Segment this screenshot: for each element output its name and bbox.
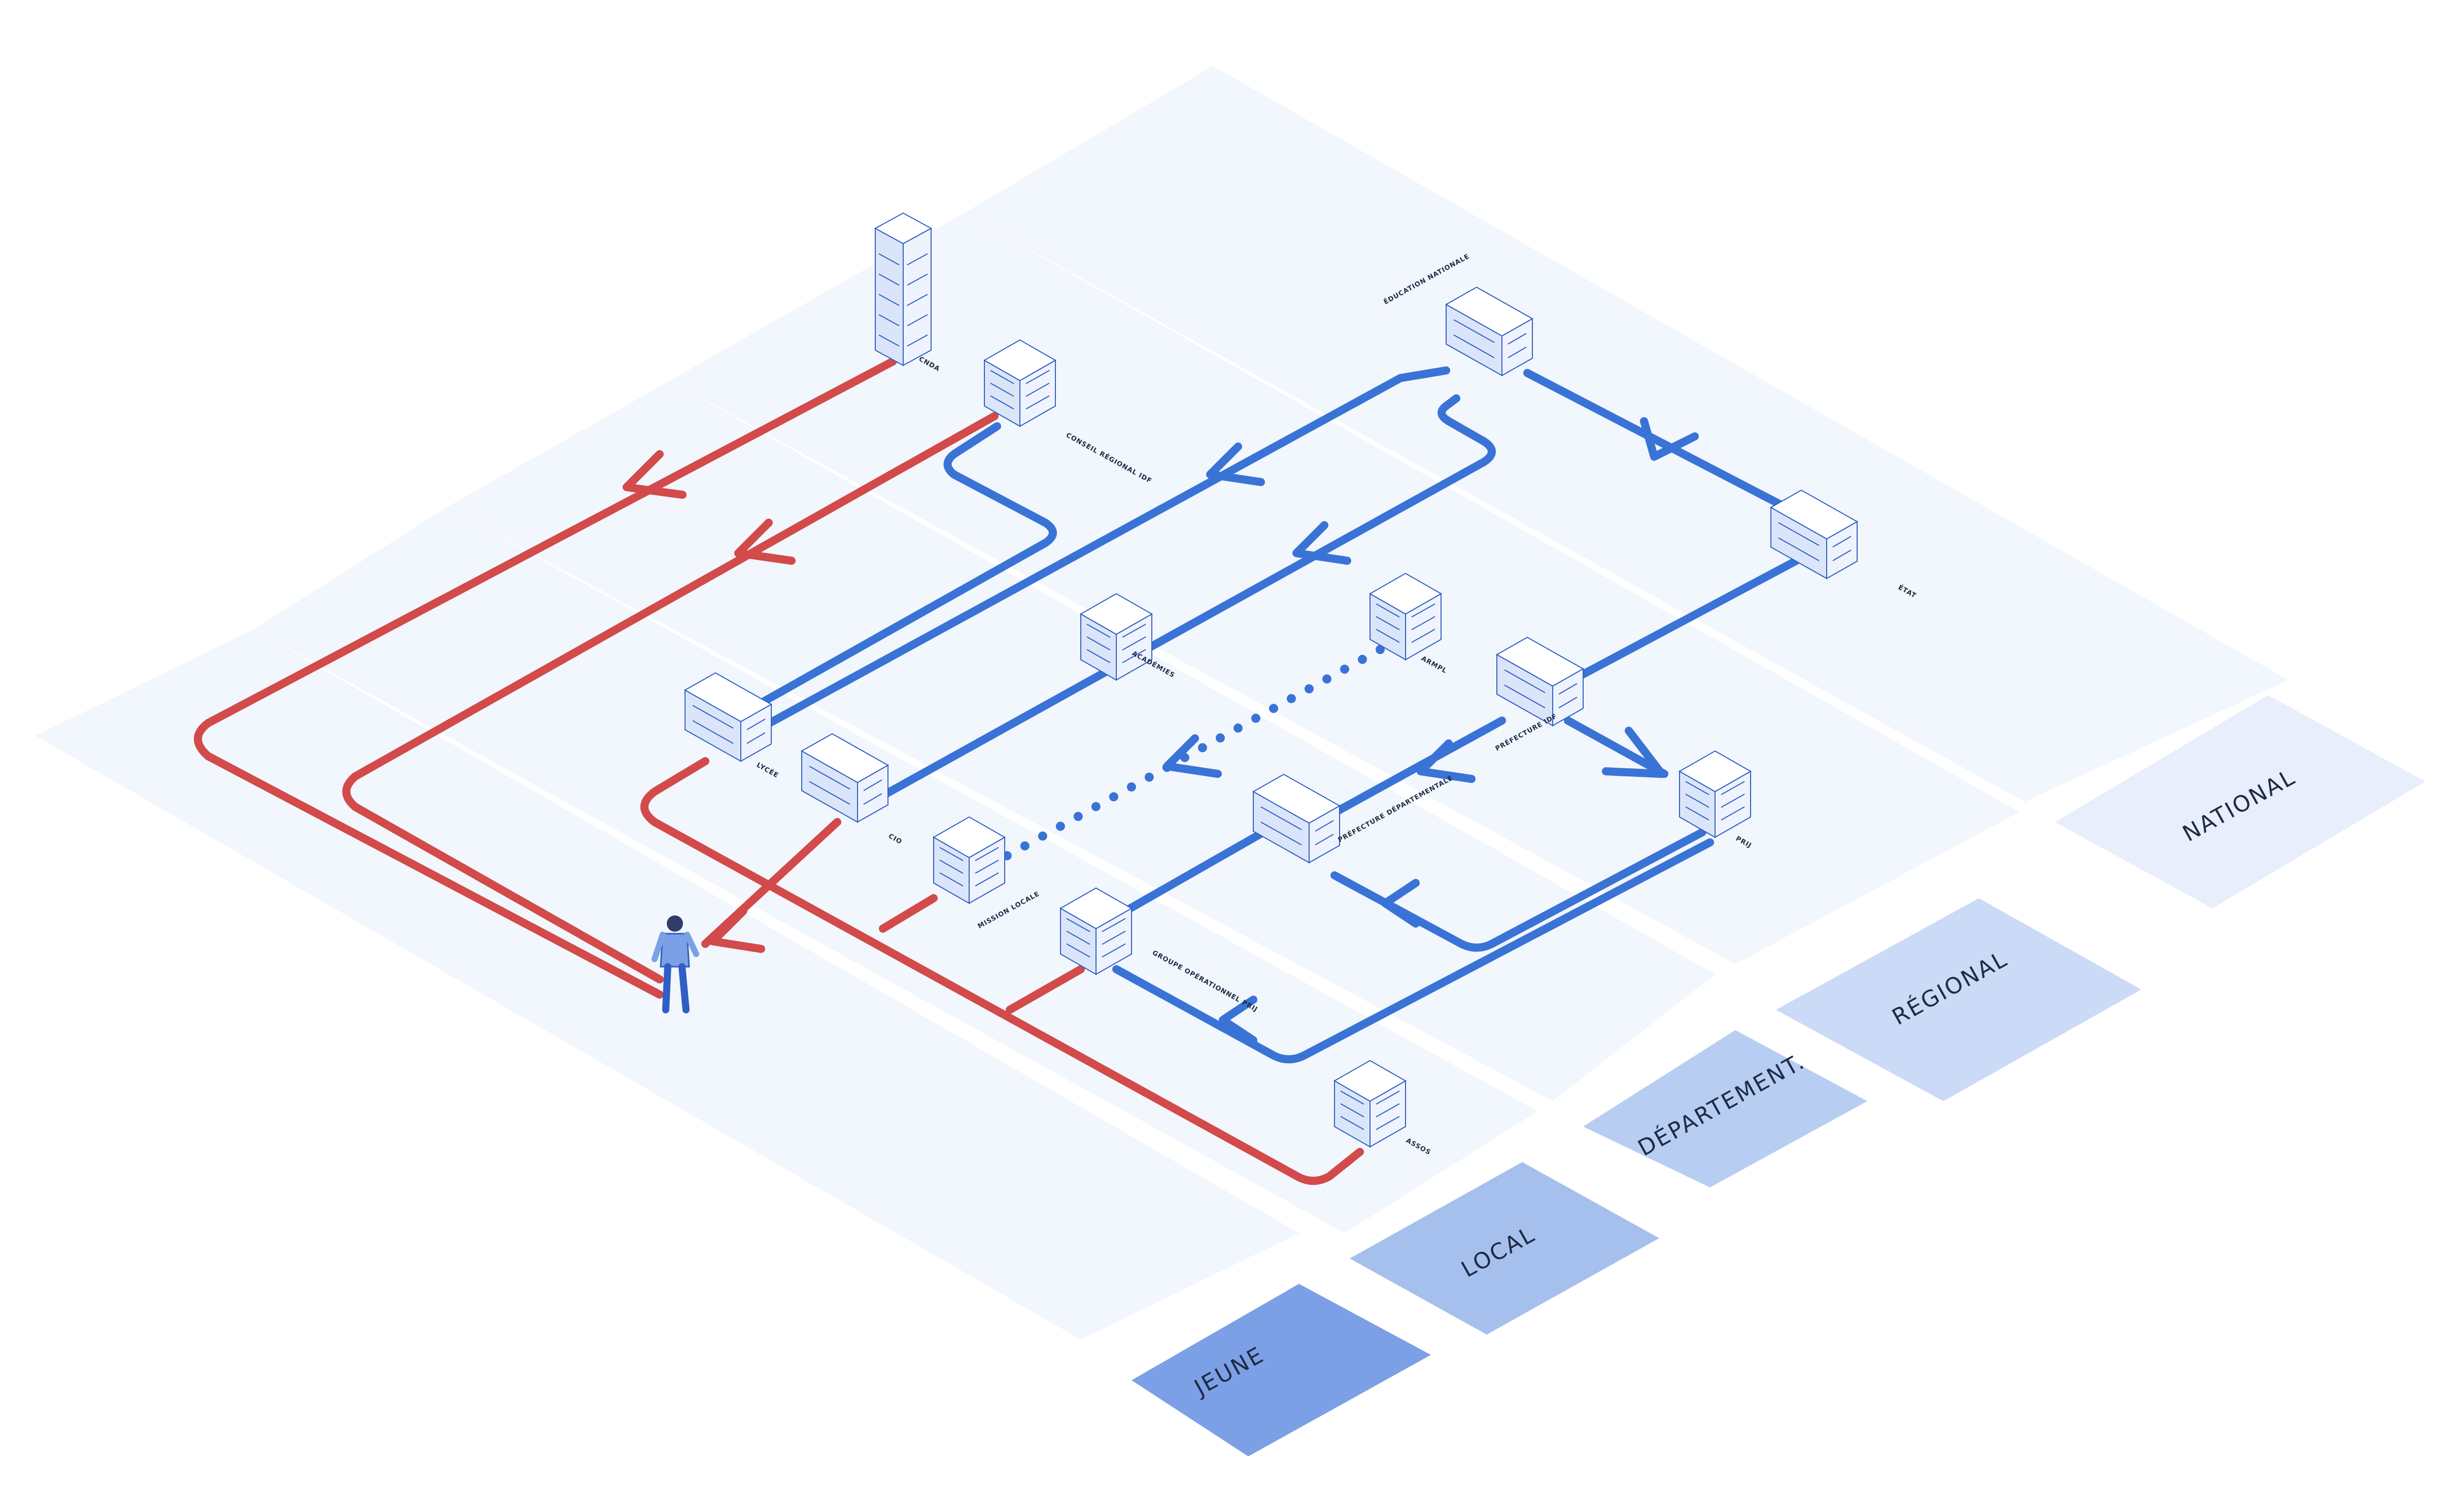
board bbox=[36, 66, 2288, 1340]
arrowheads bbox=[623, 417, 1699, 1044]
arrow-icon bbox=[1206, 442, 1265, 486]
red-flow-groupe bbox=[1006, 965, 1085, 1014]
arrow-icon bbox=[1219, 996, 1257, 1044]
red-flow-mission bbox=[879, 894, 938, 933]
blue-flow-education-lycee bbox=[747, 366, 1450, 737]
blue-flow-etat-prefidf bbox=[1559, 557, 1800, 689]
tier-tabs: JEUNE LOCAL DÉPARTEMENT. RÉGIONAL NATION… bbox=[1132, 695, 2425, 1456]
tab-jeune bbox=[1132, 1284, 1431, 1456]
arrow-icon bbox=[1292, 521, 1351, 565]
blue-flow-etat-education bbox=[1523, 369, 1790, 512]
blue-flow-education-cio bbox=[859, 394, 1496, 811]
tab-departement bbox=[1583, 1030, 1867, 1187]
blue-flow-prefidf-prij bbox=[1564, 717, 1668, 778]
arrow-icon bbox=[1640, 417, 1699, 461]
tab-regional bbox=[1776, 898, 2141, 1101]
dotted-flow-armpl-mission bbox=[990, 645, 1385, 867]
arrow-icon bbox=[734, 519, 796, 565]
arrow-icon bbox=[623, 450, 687, 499]
tab-national bbox=[2055, 695, 2425, 908]
red-flow-lycee-assos bbox=[640, 757, 1364, 1185]
arrow-icon bbox=[1381, 879, 1420, 928]
red-flow-cnda bbox=[194, 357, 897, 999]
building-icon bbox=[875, 213, 932, 366]
red-flow-conseil bbox=[342, 412, 999, 983]
blue-flow-conseil-lycee bbox=[739, 422, 1057, 717]
arrow-icon bbox=[1417, 739, 1476, 783]
tab-local bbox=[1350, 1162, 1659, 1335]
blue-flow-prij-prefdep bbox=[1330, 828, 1706, 952]
arrow-icon bbox=[1163, 734, 1222, 778]
strip-national bbox=[964, 66, 2288, 802]
strip-local bbox=[254, 507, 1537, 1233]
arrow-icon bbox=[1602, 727, 1666, 778]
arrow-icon bbox=[709, 907, 765, 953]
blue-flow-prefdep-groupe bbox=[1117, 828, 1268, 917]
person-icon bbox=[652, 915, 699, 1013]
blue-flow-prij-groupe bbox=[1112, 838, 1714, 1064]
